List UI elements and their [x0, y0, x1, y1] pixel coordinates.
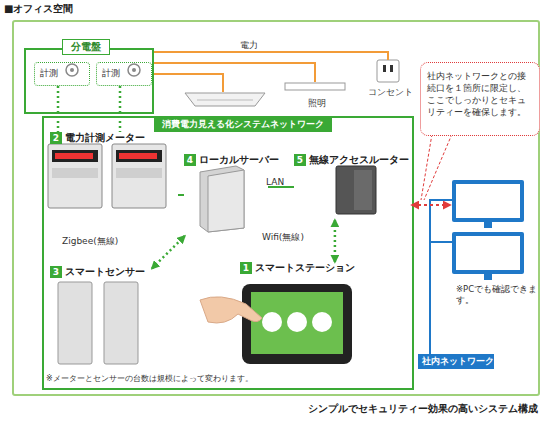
device-title: 無線アクセスルーター [309, 154, 409, 166]
outlet-slot [383, 65, 386, 72]
outlet-slot [390, 65, 393, 72]
measure-box: 計測 [34, 62, 90, 86]
router-device: 5無線アクセスルーター [294, 154, 412, 220]
sensor-unit [58, 282, 92, 364]
measure-box: 計測 [96, 62, 152, 86]
pc-stand [484, 222, 492, 228]
tablet-screen [251, 292, 343, 354]
measure-text: 計測 [40, 68, 58, 79]
figure-caption: シンプルでセキュリティー効果の高いシステム構成 [308, 403, 538, 415]
frame-heading: ■オフィス空間 [4, 3, 73, 15]
pc-screen [456, 184, 520, 218]
gateway-link [412, 204, 450, 206]
network-label: 社内ネットワーク [418, 354, 494, 369]
network-wire [430, 242, 450, 354]
screen-button [287, 312, 307, 332]
edge-label: Zigbee(無線) [62, 236, 118, 247]
device-title: 電力計測メーター [65, 132, 145, 144]
pc-stand [484, 274, 492, 280]
aircon-vent [197, 100, 253, 101]
leader-line [424, 134, 452, 200]
meter-digits [119, 153, 157, 159]
meter-icon [128, 64, 140, 76]
panel-tab: 分電盤 [62, 39, 110, 55]
pc-group: ※PCでも確認できます。 [450, 180, 540, 306]
network-frame: 消費電力見える化システムネットワーク2電力計測メーター4ローカルサーバー5無線ア… [42, 116, 414, 390]
item-label: 照明 [282, 98, 352, 109]
network-wire [430, 200, 452, 242]
device-title: スマートセンサー [65, 266, 145, 278]
outlet-item: コンセント [366, 60, 414, 102]
distribution-panel: 分電盤計測計測 [24, 48, 154, 114]
aircon-symbol [185, 93, 265, 106]
server-device: 4ローカルサーバー [184, 154, 268, 236]
tablet-body [242, 284, 352, 364]
meter-display [116, 150, 162, 162]
device-title: スマートステーション [255, 262, 355, 274]
power-line [154, 74, 223, 92]
power-line [154, 63, 315, 82]
network-wire [448, 241, 452, 243]
light-item: 照明 [282, 82, 352, 118]
signal-line [57, 86, 60, 132]
server-body [200, 166, 244, 232]
pc-note: ※PCでも確認できます。 [456, 284, 538, 306]
callout-number: 3 [50, 266, 62, 278]
screen-button [312, 312, 332, 332]
meter-panel [116, 168, 162, 178]
power-line [154, 52, 388, 60]
pc-monitor [452, 180, 524, 222]
meter-icon [66, 64, 78, 76]
leader-line [421, 134, 432, 200]
callout-number: 5 [294, 154, 306, 166]
edge-label: LAN [266, 177, 284, 188]
callout-text: 社内ネットワークとの接続口を１箇所に限定し、ここでしっかりとセキュリティーを確保… [427, 70, 533, 118]
station-device: 1スマートステーション [200, 262, 360, 378]
office-frame: ■オフィス空間分電盤計測計測エアコン照明コンセント社内ネットワークとの接続口を１… [12, 20, 540, 396]
hand-illustration [200, 297, 262, 323]
network-text: 社内ネットワーク [422, 356, 494, 366]
sensor-unit [104, 282, 138, 364]
measure-text: 計測 [102, 68, 120, 79]
router-face [354, 170, 372, 210]
footnote: ※メーターとセンサーの台数は規模によって変わります。 [46, 374, 253, 384]
router-body [336, 166, 376, 214]
wireless-link [334, 220, 337, 262]
outlet-symbol [377, 60, 399, 82]
screen-button [262, 312, 282, 332]
device-title: ローカルサーバー [199, 154, 279, 166]
item-label: コンセント [366, 87, 414, 98]
pc-monitor [452, 232, 524, 274]
callout-number: 4 [184, 154, 196, 166]
band-title: 消費電力見える化システムネットワーク [154, 117, 332, 132]
meter-panel [52, 168, 98, 178]
meter-icon-dot [70, 68, 74, 72]
meter-icon-dot [132, 68, 136, 72]
meter-device: 2電力計測メーター [48, 132, 178, 216]
meter-display [52, 150, 98, 162]
pc-screen [456, 236, 520, 270]
lan-line [178, 194, 184, 196]
edge-label: Wifi(無線) [262, 232, 304, 243]
server-face [208, 170, 244, 232]
edge-label: 電力 [240, 40, 258, 51]
meter-unit [112, 144, 166, 208]
sensor-device: 3スマートセンサー [48, 266, 152, 374]
light-symbol [285, 83, 345, 90]
signal-line [119, 86, 122, 132]
meter-digits [55, 153, 93, 159]
meter-unit [48, 144, 102, 208]
callout-note: 社内ネットワークとの接続口を１箇所に限定し、ここでしっかりとセキュリティーを確保… [420, 62, 540, 136]
wireless-link [152, 236, 185, 268]
callout-number: 2 [50, 132, 62, 144]
callout-number: 1 [240, 262, 252, 274]
